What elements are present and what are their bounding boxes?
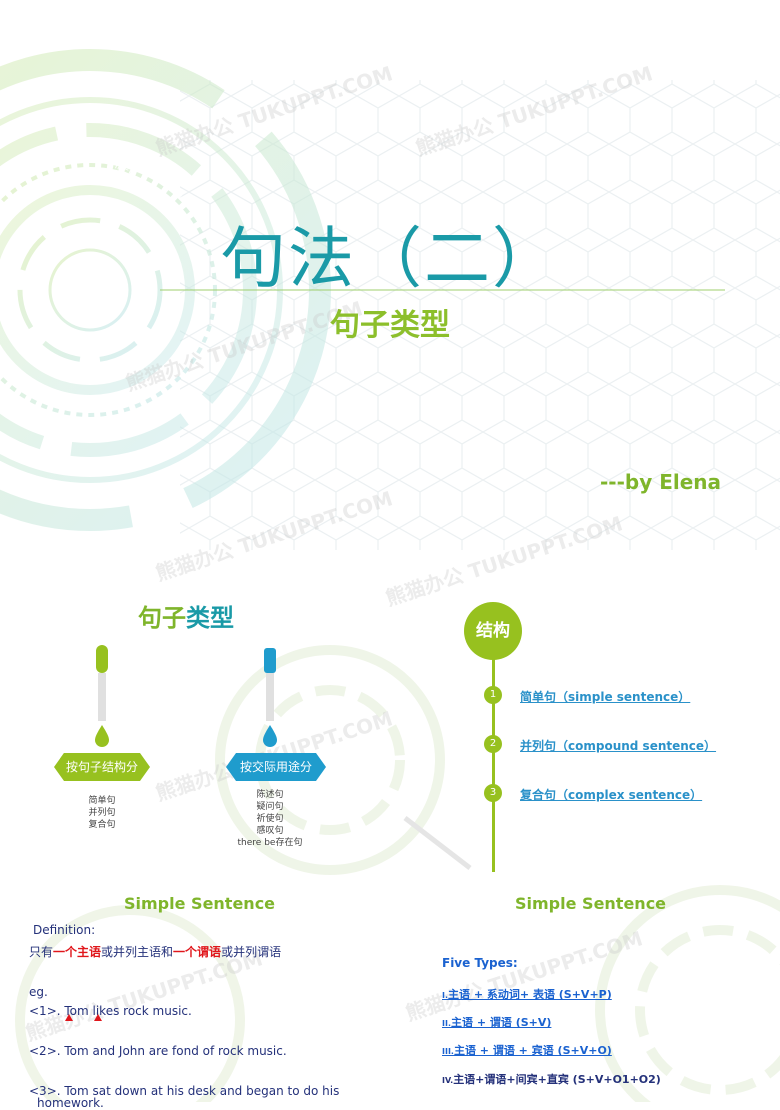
item-number: 2 bbox=[484, 735, 502, 753]
badge-structure: 按句子结构分 bbox=[54, 753, 150, 781]
usage-list: 陈述句 疑问句 祈使句 感叹句 there be存在句 bbox=[226, 789, 314, 849]
slide2-title-a: 句子 bbox=[138, 604, 186, 632]
type-item: II.主语 + 谓语 (S+V) bbox=[442, 1014, 551, 1030]
timeline-line bbox=[492, 640, 495, 872]
list-item: 感叹句 bbox=[256, 826, 284, 836]
type-prefix: IV. bbox=[442, 1076, 454, 1085]
badge-usage: 按交际用途分 bbox=[226, 753, 326, 781]
link-simple-sentence[interactable]: 简单句（simple sentence） bbox=[520, 690, 691, 704]
example-1: <1>. Tom likes rock music. bbox=[29, 1004, 192, 1018]
type-text: 主语+谓语+间宾+直宾 (S+V+O1+O2) bbox=[453, 1073, 661, 1086]
example-3: <3>. Tom sat down at his desk and began … bbox=[29, 1084, 340, 1098]
five-types-label: Five Types: bbox=[442, 956, 518, 970]
type-prefix: II. bbox=[442, 1019, 451, 1028]
slide1-title: 句法（二） bbox=[220, 220, 560, 297]
list-item: there be存在句 bbox=[237, 838, 303, 848]
list-item: 祈使句 bbox=[256, 814, 284, 824]
badge-structure-label: 按句子结构分 bbox=[65, 760, 138, 774]
example-3-cont: homework. bbox=[37, 1096, 104, 1110]
item-number: 1 bbox=[484, 686, 502, 704]
example-2: <2>. Tom and John are fond of rock music… bbox=[29, 1044, 287, 1058]
def-part: 或并列主语和 bbox=[101, 945, 174, 959]
type-text: 主语 + 谓语 (S+V) bbox=[451, 1016, 552, 1029]
def-part-highlight: 一个主语 bbox=[53, 945, 102, 959]
marker-icons bbox=[65, 1014, 102, 1021]
slide2-title: 句子类型 bbox=[138, 598, 234, 633]
link-compound-sentence[interactable]: 并列句（compound sentence） bbox=[520, 739, 717, 753]
slide1-subtitle: 句子类型 bbox=[330, 308, 450, 343]
def-part: 或并列谓语 bbox=[221, 945, 282, 959]
type-prefix: III. bbox=[442, 1047, 454, 1056]
def-part-highlight: 一个谓语 bbox=[173, 945, 222, 959]
type-item: III.主语 + 谓语 + 宾语 (S+V+O) bbox=[442, 1042, 612, 1058]
item-number: 3 bbox=[484, 784, 502, 802]
badge-usage-label: 按交际用途分 bbox=[239, 760, 312, 774]
list-item: 疑问句 bbox=[256, 802, 284, 812]
link-complex-sentence[interactable]: 复合句（complex sentence） bbox=[520, 788, 703, 802]
badge-bg bbox=[54, 753, 150, 781]
list-item: 并列句 bbox=[88, 808, 116, 818]
type-prefix: I. bbox=[442, 991, 449, 1000]
structure-list: 简单句 并列句 复合句 bbox=[72, 795, 132, 831]
list-item: 复合句 bbox=[88, 820, 116, 830]
slide4-heading: Simple Sentence bbox=[124, 894, 276, 913]
slide2-title-b: 类型 bbox=[186, 604, 234, 632]
structure-heading: 结构 bbox=[464, 602, 522, 660]
list-item: 陈述句 bbox=[256, 790, 284, 800]
definition-text: 只有一个主语或并列主语和一个谓语或并列谓语 bbox=[29, 943, 281, 960]
eg-label: eg. bbox=[29, 985, 48, 999]
def-part: 只有 bbox=[29, 945, 54, 959]
type-text: 主语 + 系动词+ 表语 (S+V+P) bbox=[448, 988, 612, 1001]
definition-label: Definition: bbox=[33, 923, 96, 937]
slide1-author: ---by Elena bbox=[600, 470, 722, 494]
type-item: I.主语 + 系动词+ 表语 (S+V+P) bbox=[442, 986, 612, 1002]
type-text: 主语 + 谓语 + 宾语 (S+V+O) bbox=[453, 1044, 612, 1057]
slide5-heading: Simple Sentence bbox=[515, 894, 667, 913]
list-item: 简单句 bbox=[88, 796, 116, 806]
badge-bg bbox=[226, 753, 326, 781]
type-item: IV.主语+谓语+间宾+直宾 (S+V+O1+O2) bbox=[442, 1071, 661, 1087]
